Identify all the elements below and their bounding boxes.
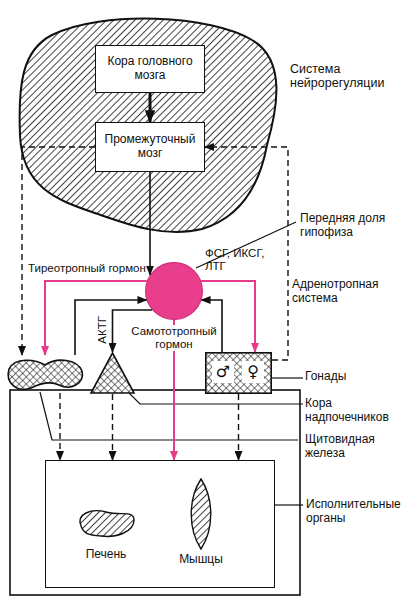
- nervous-system-region: Система нейрорегуляцииКора головного моз…: [12, 15, 282, 237]
- gonad-box: ♂♀Гонады: [205, 352, 272, 394]
- callout-label: Гонады: [305, 370, 417, 384]
- adrenal-triangle-fill: [91, 353, 134, 393]
- system-label: Адренотропная система: [292, 278, 414, 306]
- muscle-shape: Мышцы: [186, 479, 216, 549]
- liver-shape-fill: [80, 511, 134, 537]
- muscle-shape-outline: [186, 479, 216, 549]
- organ-frame: Исполнительные органыПеченьМышцы: [45, 460, 275, 588]
- effect-dashed-arrow: [238, 394, 239, 460]
- hormone-label: АКТГ: [96, 316, 109, 344]
- callout-label: Исполнительные органы: [306, 498, 418, 526]
- pituitary-circle-outline: [145, 262, 203, 320]
- organ-label: Мышцы: [161, 553, 241, 567]
- brain-box: Промежуточный мозг: [95, 122, 205, 172]
- thyroid-shape: Щитовидная железа: [5, 355, 85, 393]
- adrenal-triangle-outline: [90, 352, 135, 394]
- sex-symbol: ♀: [242, 361, 264, 383]
- thyroid-shape-fill: [8, 360, 82, 389]
- neural-arrow: [149, 93, 152, 122]
- hormone-label: Тиреотропный гормон: [28, 262, 160, 275]
- pituitary-circle-fill: [146, 263, 203, 320]
- brain-box: Кора головного мозга: [95, 45, 205, 93]
- liver-shape-outline: [76, 506, 136, 541]
- muscle-shape-fill: [191, 479, 211, 549]
- effect-dashed-arrow: [59, 393, 60, 460]
- nerve-dashed-arrow: [22, 147, 95, 355]
- adrenal-triangle: Кора надпочечников: [90, 352, 135, 394]
- sex-symbol: ♂: [212, 361, 234, 383]
- hormone-label: Самототропный гормон: [129, 325, 219, 351]
- leader-line: [272, 377, 303, 378]
- callout-label: Щитовидная железа: [305, 433, 417, 461]
- region-heading: Система нейрорегуляции: [290, 62, 412, 91]
- pituitary-circle: Передняя доля гипофиза: [145, 262, 203, 320]
- nervous-system-region-fill: [20, 19, 277, 232]
- box-label: Кора головного мозга: [99, 55, 201, 83]
- box-label: Промежуточный мозг: [99, 133, 201, 161]
- leader-line: [40, 392, 298, 440]
- gonad-box-fill: [206, 353, 271, 393]
- body-frame: [10, 390, 300, 595]
- hormone-label: ФСГ, ИКСГ, ЛТГ: [205, 247, 285, 273]
- liver-shape: Печень: [76, 506, 136, 541]
- callout-label: Передняя доля гипофиза: [300, 212, 415, 240]
- thyroid-shape-outline: [5, 355, 85, 393]
- leader-line: [275, 504, 303, 505]
- connector-group: [22, 93, 288, 460]
- callout-label: Кора надпочечников: [305, 397, 417, 425]
- neural-arrow: [149, 172, 151, 275]
- effect-dashed-arrow: [112, 394, 113, 460]
- organ-label: Печень: [66, 548, 146, 562]
